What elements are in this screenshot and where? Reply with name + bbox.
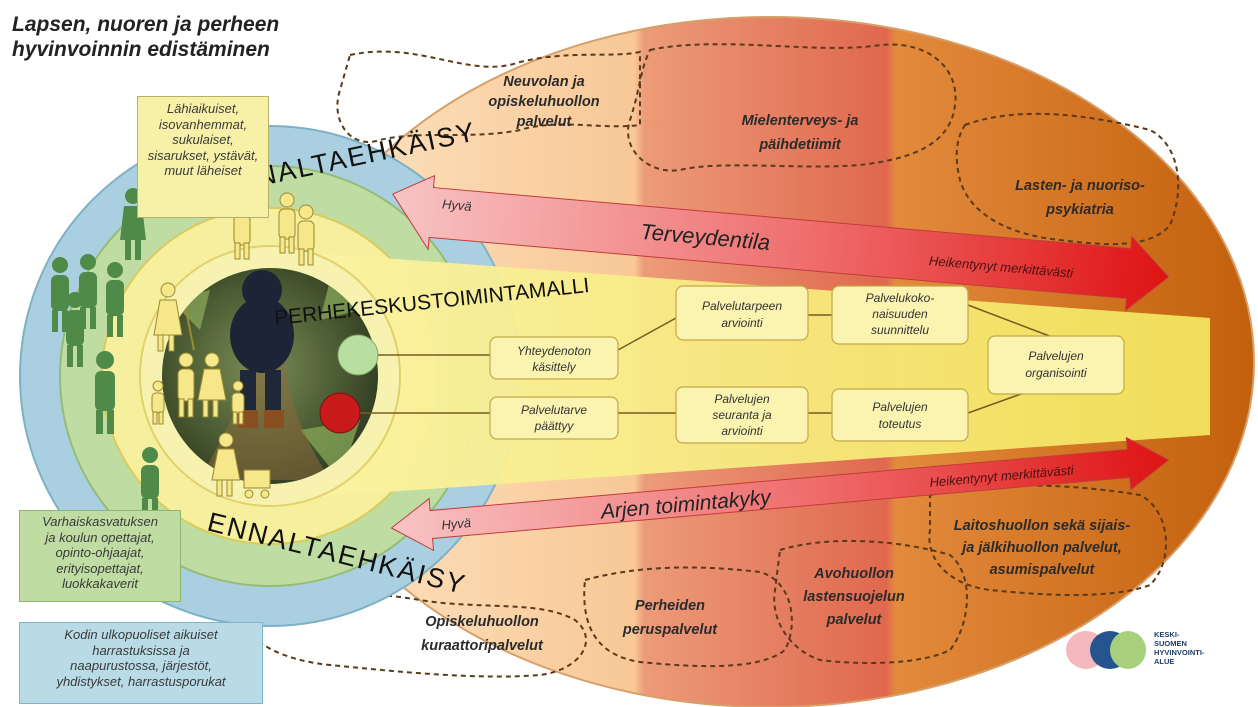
svg-text:opiskeluhuollon: opiskeluhuollon: [488, 94, 599, 110]
svg-text:palvelut: palvelut: [826, 612, 883, 628]
mental-region: [627, 43, 957, 172]
person-icon: [51, 257, 69, 332]
svg-text:SUOMEN: SUOMEN: [1154, 639, 1187, 648]
child-protection-region: [773, 539, 968, 664]
community-people-callout: Kodin ulkopuoliset aikuiset harrastuksis…: [19, 622, 263, 704]
process-box-assessment: Palvelutarpeen arviointi: [675, 285, 809, 341]
process-box-organizing: Palvelujen organisointi: [987, 335, 1125, 395]
health-arrow: Hyvä Terveydentila Heikentynyt merkittäv…: [392, 174, 1170, 312]
organization-logo: KESKI- SUOMEN HYVINVOINTI- ALUE: [1066, 630, 1205, 669]
person-icon: [197, 352, 227, 418]
svg-text:lastensuojelun: lastensuojelun: [803, 589, 905, 605]
svg-text:Palvelujen: Palvelujen: [1028, 349, 1084, 363]
svg-text:Mielenterveys- ja: Mielenterveys- ja: [742, 113, 859, 129]
end-circle: [319, 392, 361, 434]
svg-text:asumispalvelut: asumispalvelut: [990, 562, 1096, 578]
svg-text:Palvelutarve: Palvelutarve: [521, 403, 587, 417]
neuvola-region: [336, 50, 641, 143]
person-icon: [297, 204, 315, 266]
family-photo: [162, 268, 378, 484]
service-kuraattori: Opiskeluhuollon kuraattoripalvelut: [421, 614, 544, 654]
service-psychiatry: Lasten- ja nuoriso- psykiatria: [1015, 178, 1145, 218]
svg-text:käsittely: käsittely: [532, 360, 576, 374]
svg-text:ALUE: ALUE: [1154, 657, 1174, 666]
svg-text:suunnittelu: suunnittelu: [871, 323, 929, 337]
process-box-contact: Yhteydenoton käsittely: [489, 336, 619, 380]
svg-text:Opiskeluhuollon: Opiskeluhuollon: [425, 614, 539, 630]
service-child-protection: Avohuollon lastensuojelun palvelut: [803, 566, 905, 628]
process-box-planning: Palvelukoko- naisuuden suunnittelu: [831, 285, 969, 345]
svg-text:HYVINVOINTI-: HYVINVOINTI-: [1154, 648, 1205, 657]
svg-text:toteutus: toteutus: [879, 417, 922, 431]
person-icon: [278, 192, 296, 254]
svg-text:KESKI-: KESKI-: [1154, 630, 1180, 639]
svg-text:Palvelutarpeen: Palvelutarpeen: [702, 299, 782, 313]
svg-text:arviointi: arviointi: [721, 316, 763, 330]
svg-text:Laitoshuollon sekä sijais-: Laitoshuollon sekä sijais-: [954, 518, 1131, 534]
process-box-ended: Palvelutarve päättyy: [489, 396, 619, 440]
service-institutional: Laitoshuollon sekä sijais- ja jälkihuoll…: [954, 518, 1131, 578]
svg-text:päihdetiimit: päihdetiimit: [758, 137, 842, 153]
svg-text:organisointi: organisointi: [1025, 366, 1087, 380]
person-icon: [141, 447, 159, 516]
process-box-followup: Palvelujen seuranta ja arviointi: [675, 386, 809, 444]
close-people-callout: Lähiaikuiset, isovanhemmat, sukulaiset, …: [137, 96, 269, 218]
process-box-implementation: Palvelujen toteutus: [831, 388, 969, 442]
svg-text:palvelut: palvelut: [516, 114, 573, 130]
family-figures: [151, 192, 315, 499]
person-icon: [95, 351, 115, 434]
school-people-callout: Varhaiskasvatuksen ja koulun opettajat, …: [19, 510, 181, 602]
svg-text:Lasten- ja nuoriso-: Lasten- ja nuoriso-: [1015, 178, 1145, 194]
svg-text:psykiatria: psykiatria: [1045, 202, 1114, 218]
page-title: Lapsen, nuoren ja perheen hyvinvoinnin e…: [12, 13, 280, 61]
person-icon: [177, 352, 195, 418]
service-mental: Mielenterveys- ja päihdetiimit: [742, 113, 859, 153]
institutional-region: [928, 484, 1167, 596]
svg-text:peruspalvelut: peruspalvelut: [622, 622, 718, 638]
svg-text:Avohuollon: Avohuollon: [813, 566, 894, 582]
health-start-label: Hyvä: [441, 196, 472, 214]
child-icon: [151, 380, 165, 425]
function-start-label: Hyvä: [441, 515, 472, 533]
svg-text:Yhteydenoton: Yhteydenoton: [517, 344, 591, 358]
svg-text:Perheiden: Perheiden: [635, 598, 705, 614]
svg-text:Palvelukoko-: Palvelukoko-: [866, 291, 935, 305]
svg-text:kuraattoripalvelut: kuraattoripalvelut: [421, 638, 544, 654]
svg-text:päättyy: päättyy: [534, 419, 575, 433]
service-basic: Perheiden peruspalvelut: [622, 598, 718, 638]
svg-text:naisuuden: naisuuden: [872, 307, 928, 321]
person-icon: [66, 292, 84, 367]
start-circle: [337, 334, 379, 376]
service-neuvola: Neuvolan ja opiskeluhuollon palvelut: [488, 74, 599, 130]
svg-text:arviointi: arviointi: [721, 424, 763, 438]
psychiatry-region: [955, 112, 1180, 246]
svg-text:ja jälkihuollon palvelut,: ja jälkihuollon palvelut,: [960, 540, 1122, 556]
child-icon: [231, 380, 245, 425]
svg-text:Palvelujen: Palvelujen: [872, 400, 928, 414]
stroller-icon: [243, 469, 271, 499]
person-icon: [106, 262, 124, 337]
svg-text:Neuvolan ja: Neuvolan ja: [503, 74, 584, 90]
svg-text:Palvelujen: Palvelujen: [714, 392, 770, 406]
svg-text:seuranta ja: seuranta ja: [712, 408, 772, 422]
person-icon: [211, 432, 241, 497]
elderly-person-icon: [153, 282, 195, 352]
